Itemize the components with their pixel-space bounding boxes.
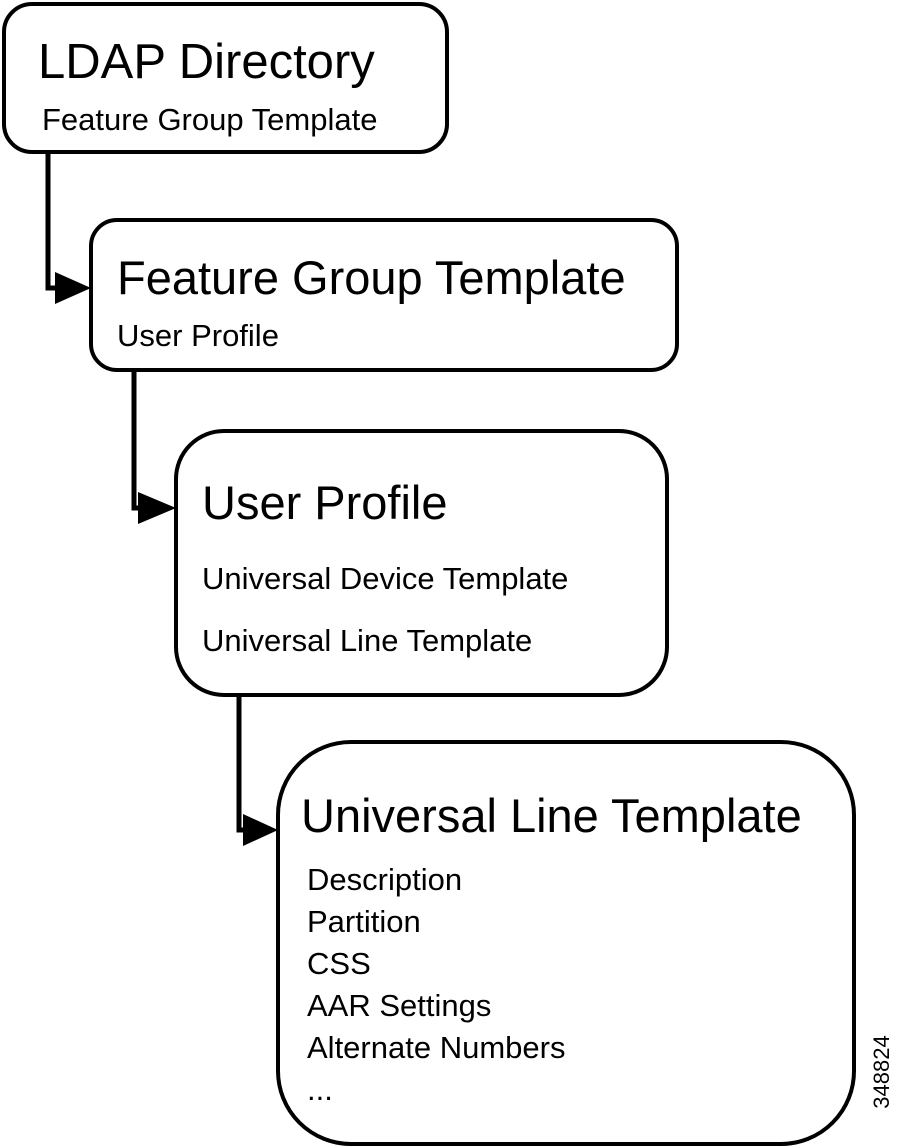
ldap-directory-box: LDAP Directory Feature Group Template — [2, 2, 449, 154]
arrowhead-feature-group — [55, 272, 91, 304]
feature-group-template-box: Feature Group Template User Profile — [89, 218, 679, 372]
universal-line-template-item: ... — [307, 1072, 333, 1107]
universal-line-template-box: Universal Line Template Description Part… — [276, 740, 856, 1146]
arrowhead-universal-line — [243, 814, 278, 846]
user-profile-item: Universal Line Template — [202, 623, 533, 658]
user-profile-item: Universal Device Template — [202, 561, 569, 596]
universal-line-template-item: CSS — [307, 946, 371, 981]
user-profile-title: User Profile — [202, 476, 448, 529]
universal-line-template-item: AAR Settings — [307, 988, 492, 1023]
universal-line-template-item: Alternate Numbers — [307, 1030, 566, 1065]
feature-group-template-title: Feature Group Template — [117, 251, 626, 304]
ldap-directory-item: Feature Group Template — [42, 102, 378, 137]
feature-group-template-item: User Profile — [117, 318, 279, 353]
universal-line-template-item: Partition — [307, 904, 421, 939]
connector-user-profile-to-universal-line — [236, 697, 248, 833]
arrowhead-user-profile — [138, 492, 176, 524]
ldap-directory-title: LDAP Directory — [38, 35, 375, 89]
user-profile-box: User Profile Universal Device Template U… — [174, 429, 669, 697]
universal-line-template-title: Universal Line Template — [301, 789, 802, 842]
figure-number: 348824 — [869, 1035, 894, 1109]
connector-ldap-to-feature-group — [45, 154, 60, 291]
connector-feature-group-to-user-profile — [131, 372, 142, 511]
universal-line-template-item: Description — [307, 862, 463, 897]
